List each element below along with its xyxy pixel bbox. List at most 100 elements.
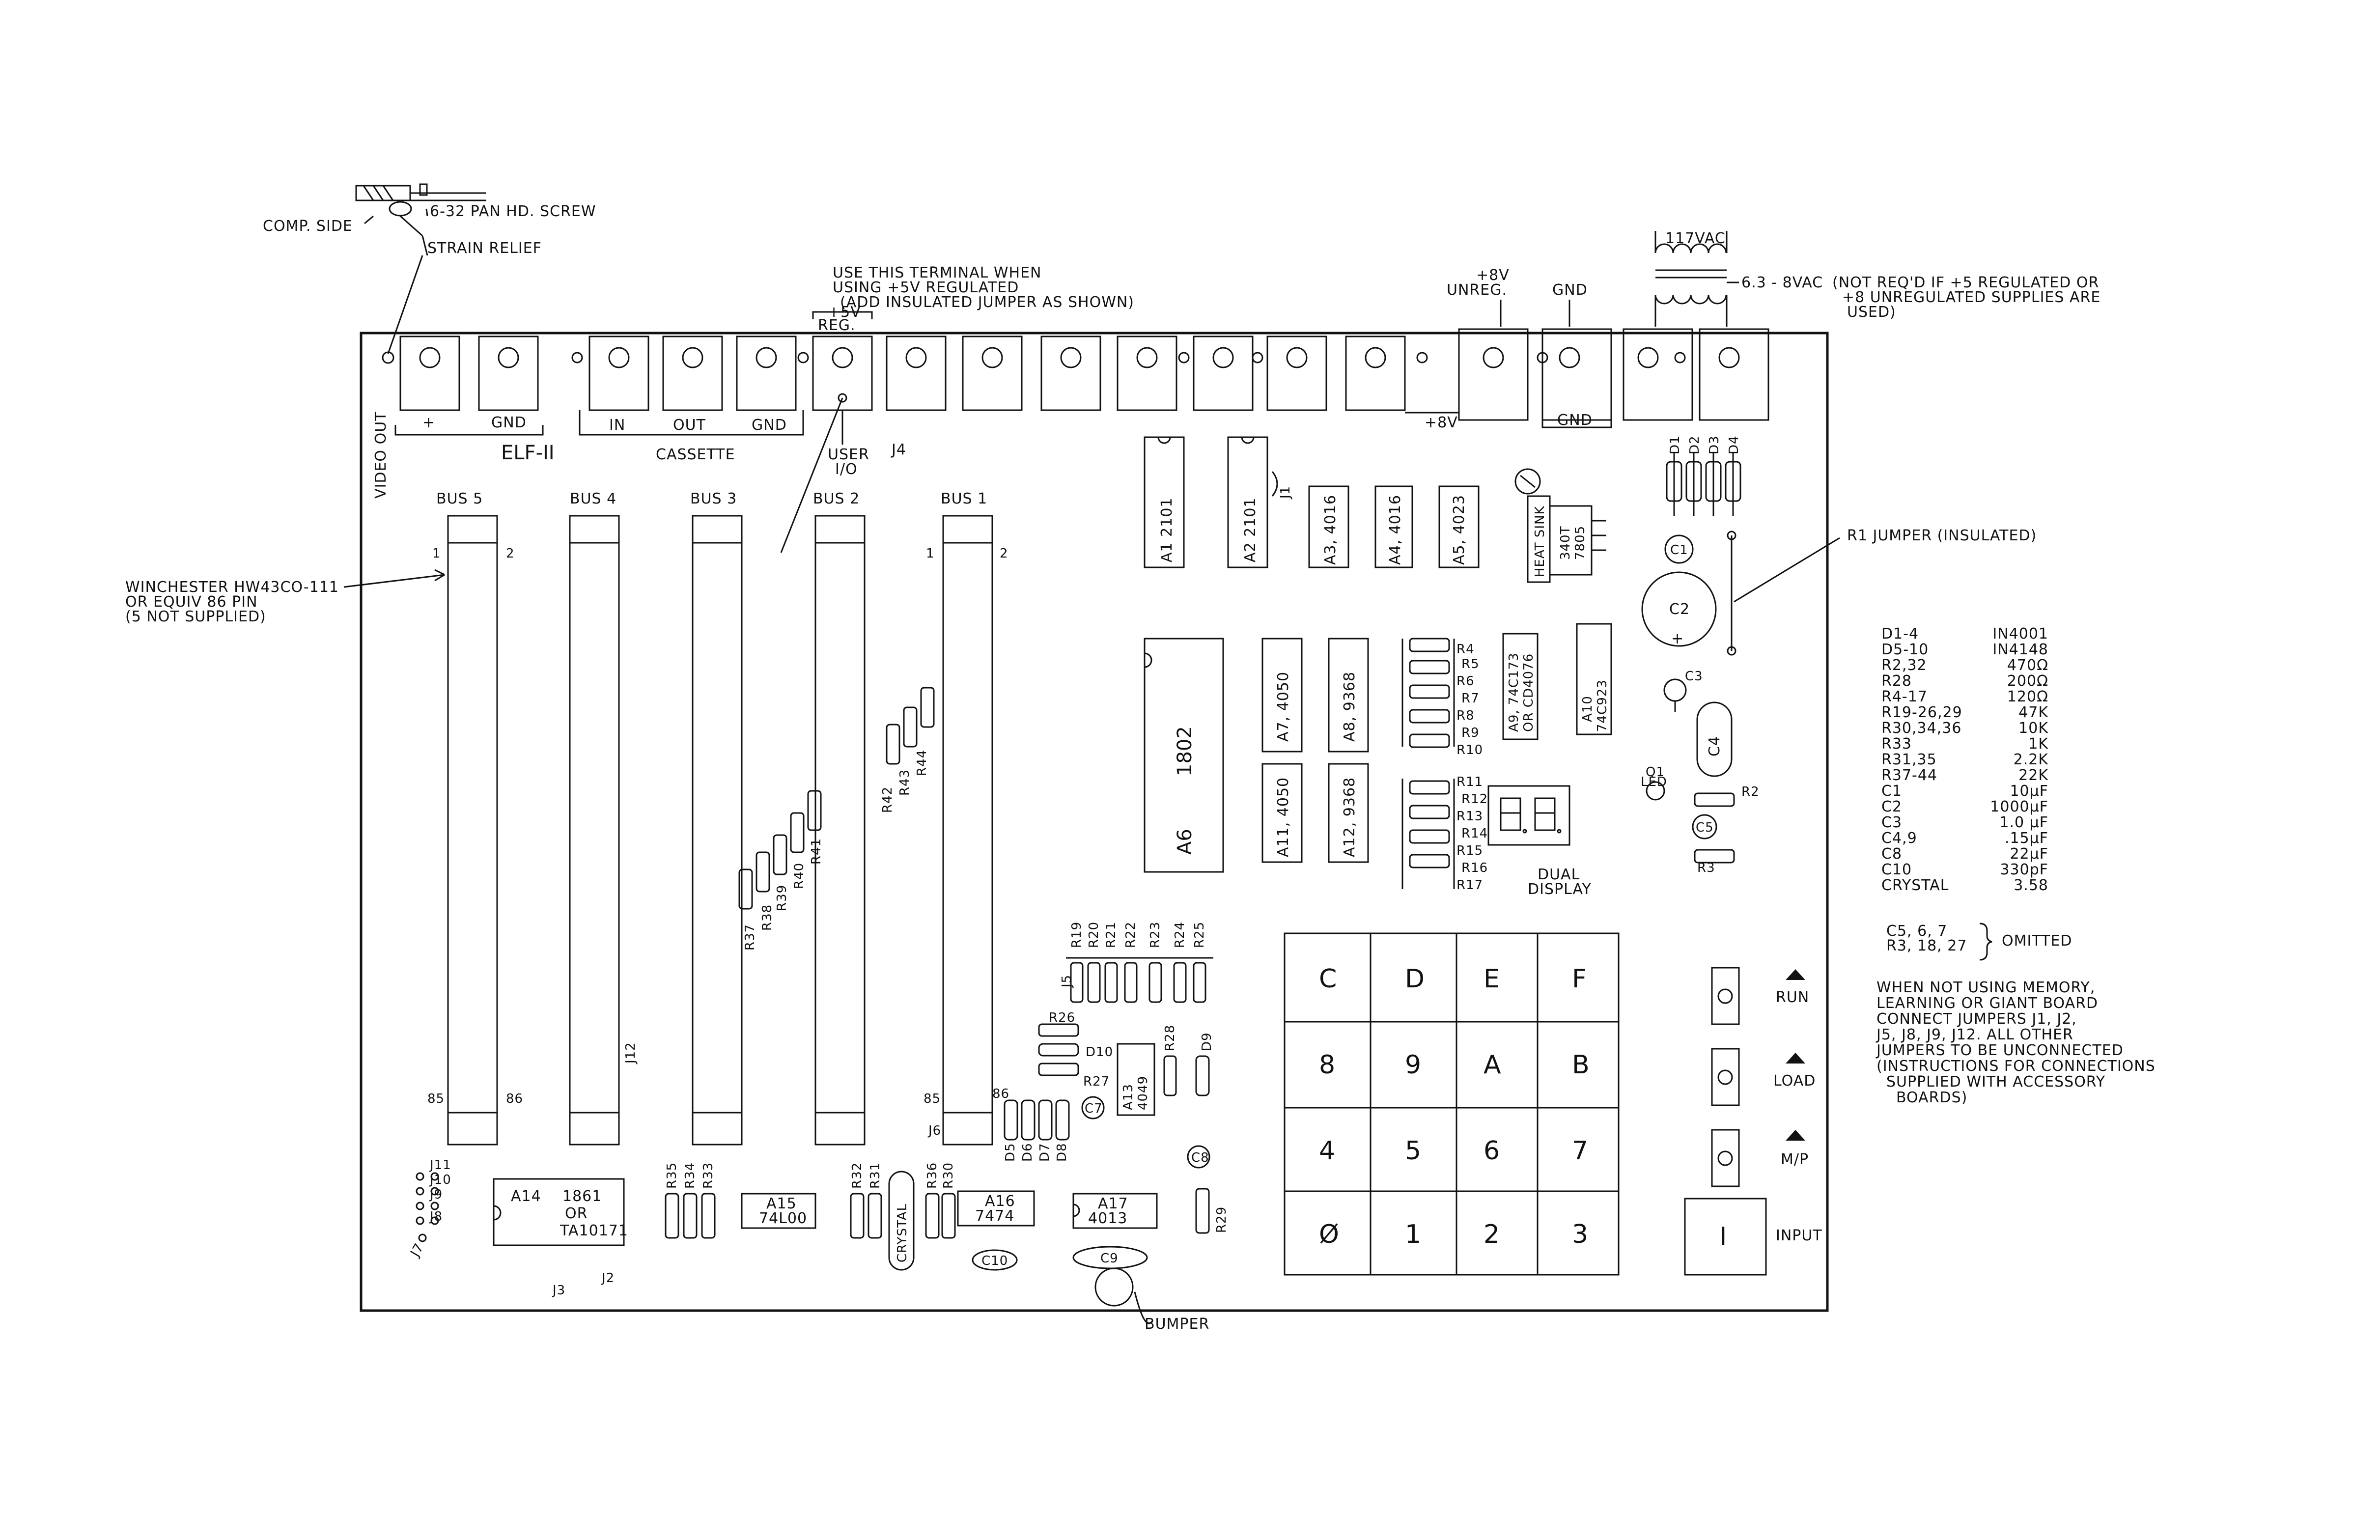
terminal-plus8v [1458, 328, 1529, 421]
key-7[interactable]: 7 [1572, 1136, 1588, 1166]
key-1[interactable]: 1 [1405, 1220, 1421, 1249]
r9-label: R9 [1461, 726, 1480, 740]
key-0[interactable]: Ø [1319, 1220, 1339, 1249]
j10-label: J10 [429, 1173, 451, 1187]
r1-leader [1734, 537, 1840, 603]
key-b[interactable]: B [1572, 1050, 1590, 1080]
terminal-video-gnd [478, 336, 539, 411]
r13-label: R13 [1456, 809, 1483, 824]
c7-capacitor [1081, 1096, 1105, 1120]
bus1-pin86: 86 [992, 1087, 1009, 1101]
comp-side-label: COMP. SIDE [263, 218, 353, 235]
r28-resistor [1163, 1055, 1177, 1096]
key-8[interactable]: 8 [1319, 1050, 1335, 1080]
mounting-hole [382, 351, 394, 364]
load-switch[interactable] [1711, 1048, 1740, 1106]
chip-a17-label-1: A17 [1098, 1195, 1128, 1212]
r43-label: R43 [897, 769, 912, 796]
chip-a10-label-1: A10 [1580, 696, 1595, 722]
key-e[interactable]: E [1484, 964, 1500, 994]
resistors-r37-r44 [738, 687, 935, 910]
r17-label: R17 [1456, 878, 1483, 893]
parts-list-value: 120Ω [2007, 688, 2048, 705]
key-2[interactable]: 2 [1484, 1220, 1500, 1249]
c9-label: C9 [1100, 1251, 1119, 1266]
key-6[interactable]: 6 [1484, 1136, 1500, 1166]
resistors-r4-r10 [1401, 638, 1455, 748]
parts-list-ref: R37-44 [1881, 767, 1937, 784]
jumper-note-7: SUPPLIED WITH ACCESSORY [1886, 1073, 2105, 1091]
bus5-pin85: 85 [427, 1092, 445, 1106]
parts-list-value: IN4148 [1992, 641, 2048, 658]
bus1-pin1: 1 [926, 546, 935, 561]
parts-list-ref: C8 [1881, 845, 1902, 863]
r32-label: R32 [850, 1162, 865, 1189]
c2-capacitor [1641, 571, 1717, 647]
bus5-pin2: 2 [506, 546, 515, 561]
bus5-label: BUS 5 [436, 490, 483, 507]
key-3[interactable]: 3 [1572, 1220, 1588, 1249]
dual-display-label-1: DUAL [1538, 866, 1580, 883]
r37-label: R37 [743, 924, 757, 951]
jumper-note-6: (INSTRUCTIONS FOR CONNECTIONS [1876, 1058, 2156, 1075]
chip-a15-label-2: 74L00 [759, 1210, 807, 1227]
q1-led [1646, 781, 1665, 801]
key-4[interactable]: 4 [1319, 1136, 1335, 1166]
parts-list-ref: R19-26,29 [1881, 704, 1962, 721]
bumper [1094, 1267, 1134, 1307]
r34-label: R34 [683, 1162, 698, 1189]
d9-diode [1195, 1055, 1210, 1096]
c5-capacitor [1692, 814, 1717, 840]
chip-a13-label-2: 4049 [1136, 1076, 1150, 1110]
cassette-label: CASSETTE [656, 446, 735, 463]
parts-list-ref: D5-10 [1881, 641, 1929, 658]
key-c[interactable]: C [1319, 964, 1337, 994]
gnd-label: GND [491, 414, 527, 431]
bus4-label: BUS 4 [570, 490, 616, 507]
terminal-note-2: USING +5V REGULATED [833, 279, 1019, 296]
r7-label: R7 [1461, 691, 1480, 706]
key-f[interactable]: F [1572, 964, 1587, 994]
key-d[interactable]: D [1405, 964, 1425, 994]
r10-label: R10 [1456, 743, 1483, 757]
input-switch[interactable] [1684, 1198, 1767, 1276]
c4-capacitor [1696, 701, 1733, 777]
c3-capacitor [1663, 678, 1687, 702]
video-out-label: VIDEO OUT [372, 412, 390, 499]
d6-label: D6 [1020, 1143, 1035, 1162]
c3-label: C3 [1685, 669, 1703, 684]
omitted-parts-1: C5, 6, 7 [1886, 923, 1947, 940]
parts-list-ref: C10 [1881, 861, 1912, 878]
keypad [1284, 932, 1620, 1276]
run-switch[interactable] [1711, 967, 1740, 1025]
parts-list-value: 47K [2018, 704, 2048, 721]
j9-label: J9 [429, 1187, 443, 1202]
q1-label: Q1 [1646, 765, 1665, 780]
resistors-r33-r35 [665, 1193, 716, 1239]
terminal-cassette-out [662, 336, 723, 411]
key-9[interactable]: 9 [1405, 1050, 1421, 1080]
r21-label: R21 [1104, 922, 1119, 948]
mp-switch[interactable] [1711, 1129, 1740, 1187]
heatsink-label: HEAT SINK [1533, 505, 1547, 577]
parts-list-value: 200Ω [2007, 672, 2048, 690]
chip-a5 [1438, 485, 1480, 568]
d9-label: D9 [1200, 1032, 1214, 1051]
parts-list-value: 10μF [2010, 783, 2048, 800]
resistors-r31-r32 [850, 1193, 882, 1239]
r23-label: R23 [1148, 922, 1163, 948]
d4-label: D4 [1727, 435, 1741, 454]
r20-label: R20 [1087, 922, 1101, 948]
key-a[interactable]: A [1484, 1050, 1501, 1080]
cassette-gnd-label: GND [752, 417, 787, 434]
r38-label: R38 [760, 904, 775, 931]
key-5[interactable]: 5 [1405, 1136, 1421, 1166]
chip-a3-label: A3, 4016 [1322, 495, 1339, 565]
bumper-leader [1134, 1291, 1153, 1324]
chip-a6-label: A6 [1174, 829, 1196, 855]
chip-a9-label-2: OR CD4076 [1521, 653, 1536, 732]
chip-a17 [1072, 1193, 1158, 1229]
j1-jumper [1271, 471, 1278, 497]
r6-label: R6 [1456, 674, 1475, 689]
